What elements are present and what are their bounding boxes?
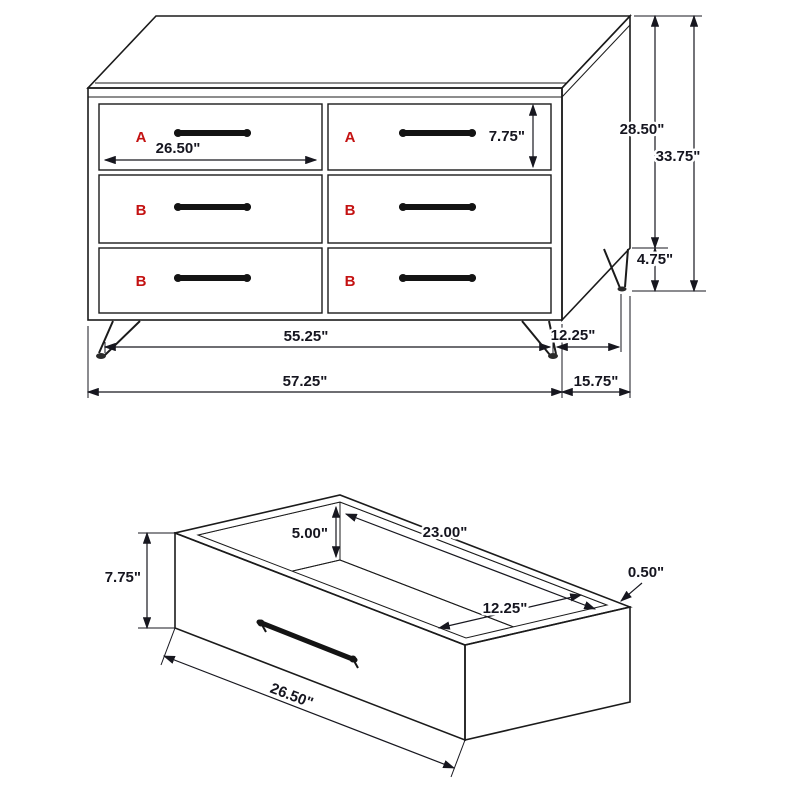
dresser-figure: A A B B B B 26.50" 7.75" 28.50"	[86, 13, 706, 398]
drawer-handle	[399, 203, 476, 211]
drawer-label: B	[345, 202, 356, 219]
drawer-side-panel	[464, 605, 631, 742]
drawer-label: B	[136, 273, 147, 290]
dim-interior-depth-line	[437, 593, 583, 630]
dim-side-thickness-line	[620, 582, 643, 602]
drawer-opening-outline	[196, 501, 609, 639]
drawer-grid	[98, 103, 552, 314]
interior-left-wall	[198, 502, 341, 594]
drawer-figure: 7.75" 5.00" 23.00" 12.25" 0.50" 26.50"	[102, 494, 667, 778]
leg-back-right	[603, 248, 629, 292]
dim-front-width-line	[162, 655, 456, 769]
drawer-handle	[174, 129, 251, 137]
leg-front-left	[96, 320, 141, 359]
dim-drawer-height: 7.75"	[489, 128, 525, 145]
drawer-handle	[174, 203, 251, 211]
dim-interior-width: 23.00"	[423, 524, 468, 541]
dim-case-height: 28.50"	[620, 121, 665, 138]
dim-interior-width-line	[344, 513, 597, 610]
interior-floor	[198, 559, 607, 638]
dim-interior-height: 5.00"	[292, 525, 328, 542]
drawer-handle	[399, 129, 476, 137]
drawer-label: A	[345, 129, 356, 146]
drawer-front-panel	[174, 531, 466, 742]
dim-base-width: 55.25"	[284, 328, 329, 345]
drawer-label: B	[136, 202, 147, 219]
drawer-pull-handle	[256, 619, 359, 669]
dim-overall-width: 57.25"	[283, 373, 328, 390]
ext-line	[450, 739, 466, 778]
drawer-handle	[174, 274, 251, 282]
top-slab-side-line	[561, 24, 631, 98]
dim-interior-depth: 12.25"	[483, 600, 528, 617]
drawer-dimensions: 7.75" 5.00" 23.00" 12.25" 0.50" 26.50"	[102, 505, 667, 778]
dim-front-height: 7.75"	[105, 569, 141, 586]
dim-overall-height: 33.75"	[656, 148, 701, 165]
dim-base-depth: 12.25"	[551, 327, 596, 344]
dim-front-width: 26.50"	[268, 680, 316, 712]
dim-overall-depth: 15.75"	[574, 373, 619, 390]
drawer-cell-a2	[327, 103, 552, 171]
dim-drawer-width: 26.50"	[156, 140, 201, 157]
drawer-label: B	[345, 273, 356, 290]
dresser-dimensions: 26.50" 7.75" 28.50" 33.75" 4.75" 55.25" …	[86, 14, 706, 398]
dim-side-thickness: 0.50"	[628, 564, 664, 581]
drawer-label: A	[136, 129, 147, 146]
dresser-top-face	[86, 15, 632, 89]
dresser-front-face	[87, 87, 563, 321]
drawer-interior	[198, 502, 607, 638]
dim-leg-height: 4.75"	[637, 251, 673, 268]
drawer-handle	[399, 274, 476, 282]
